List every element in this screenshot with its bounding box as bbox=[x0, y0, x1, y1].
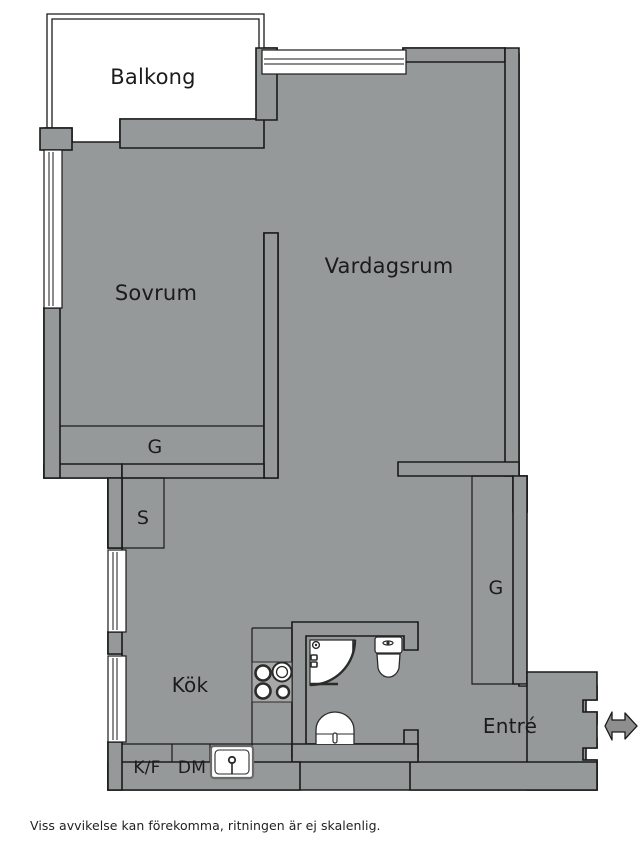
window-balcony-west bbox=[43, 149, 63, 309]
shower-corner bbox=[309, 639, 357, 687]
toilet bbox=[374, 636, 403, 678]
room-outlines bbox=[60, 425, 513, 762]
closet-label-garderob-sovrum: G bbox=[147, 436, 163, 458]
room-label-vardagsrum: Vardagsrum bbox=[324, 254, 454, 278]
room-label-entre: Entré bbox=[482, 714, 538, 738]
disclaimer-text: Viss avvikelse kan förekomma, ritningen … bbox=[30, 818, 381, 833]
closet-label-stadskap: S bbox=[136, 507, 150, 529]
wash-basin bbox=[315, 711, 355, 744]
entrance-direction-arrow bbox=[604, 711, 638, 741]
stove-cooktop bbox=[251, 661, 293, 703]
room-label-kok: Kök bbox=[171, 673, 209, 697]
window-livingroom-north bbox=[261, 49, 407, 75]
window-kitchen-west-lower bbox=[107, 655, 127, 743]
closet-label-garderob-entre: G bbox=[488, 577, 504, 599]
kitchen-sink bbox=[209, 744, 255, 780]
room-label-sovrum: Sovrum bbox=[114, 281, 198, 305]
appliance-label-diskmaskin: DM bbox=[177, 758, 207, 778]
room-label-balkong: Balkong bbox=[110, 65, 196, 89]
appliance-label-kyl-frys: K/F bbox=[133, 758, 161, 778]
window-kitchen-west-upper bbox=[107, 549, 127, 633]
